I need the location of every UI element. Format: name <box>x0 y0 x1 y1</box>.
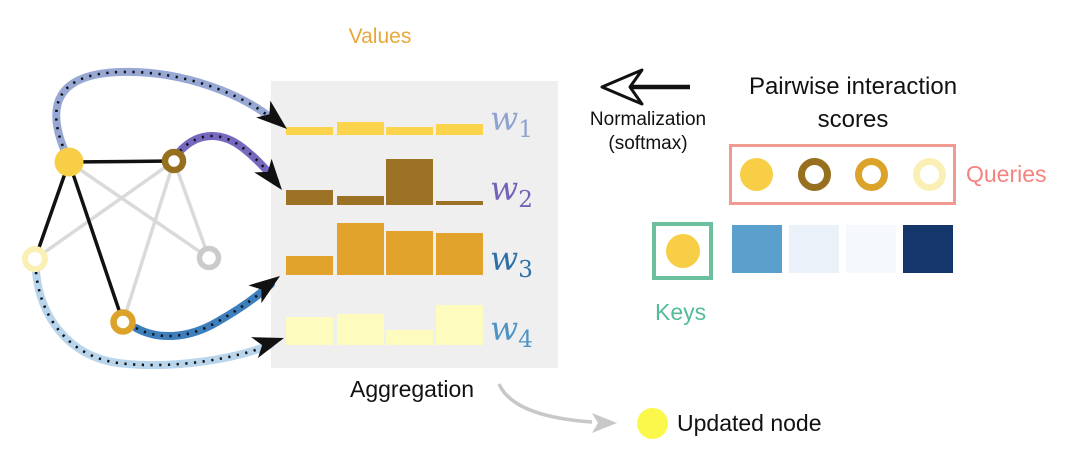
normalization-arrowhead <box>600 68 644 106</box>
arc-to-w4 <box>32 268 274 370</box>
key-score-square-1 <box>732 225 782 273</box>
value-bar-w3-4 <box>436 233 483 275</box>
value-bar-w3-1 <box>286 256 333 275</box>
keys-label: Keys <box>655 299 707 325</box>
value-bar-w3-3 <box>386 231 433 275</box>
weight-label-w2: w2 <box>490 169 533 214</box>
aggregation-arrow-shaft <box>497 383 593 424</box>
value-bar-w4-4 <box>436 305 483 345</box>
query-circle-3 <box>854 158 888 191</box>
arrowhead-w2 <box>254 158 282 190</box>
aggregation-label: Aggregation <box>350 376 475 402</box>
value-bar-w1-3 <box>386 127 433 135</box>
value-bar-w4-3 <box>386 330 433 345</box>
edge-brown-gray <box>172 160 211 259</box>
key-score-square-2 <box>789 225 839 273</box>
key-node-circle <box>665 234 700 268</box>
normalization-label: Normalization (softmax) <box>583 108 713 156</box>
arc-to-w1 <box>52 67 276 158</box>
weight-label-w3: w3 <box>490 239 533 284</box>
edge-query-gold <box>67 161 125 323</box>
nonneighbor-node-gray <box>196 245 222 271</box>
pairwise-title-line2: scores <box>817 106 889 133</box>
pairwise-title-line1: Pairwise interaction <box>748 73 958 100</box>
key-score-square-4 <box>903 225 953 273</box>
value-bar-w1-2 <box>337 122 384 135</box>
arc-to-w3 <box>132 280 275 340</box>
value-bar-w1-4 <box>436 124 483 135</box>
value-bar-w4-1 <box>286 317 333 345</box>
edge-brown-pale <box>33 159 176 261</box>
arrowhead-w3 <box>248 276 280 304</box>
key-score-square-3 <box>846 225 896 273</box>
normalization-line1: Normalization <box>589 109 707 130</box>
query-circle-4 <box>912 158 946 191</box>
queries-label: Queries <box>966 161 1047 187</box>
arrowhead-w1 <box>256 100 287 129</box>
query-circle-1 <box>739 158 773 191</box>
neighbor-node-gold <box>110 309 136 335</box>
weight-label-w4: w4 <box>490 309 533 354</box>
arc-to-w2-dots <box>179 134 277 182</box>
inactive-edges <box>33 159 211 323</box>
query-node <box>54 147 84 177</box>
neighbor-node-brown <box>161 148 187 174</box>
value-bar-w2-3 <box>386 159 433 205</box>
arc-to-w4-dots <box>34 271 271 367</box>
pairwise-scores-title: Pairwise interaction scores <box>698 70 1008 136</box>
arc-to-w3-dots <box>135 283 272 338</box>
weight-label-w1: w1 <box>490 99 533 144</box>
keys-box <box>652 222 713 280</box>
edge-query-brown <box>68 159 175 164</box>
normalization-arrow <box>600 68 690 106</box>
aggregation-arrow <box>497 383 617 433</box>
active-edges <box>33 159 175 323</box>
updated-node-circle <box>637 408 668 439</box>
value-bar-w4-2 <box>337 314 384 345</box>
value-bar-w3-2 <box>337 223 384 275</box>
values-title: Values <box>348 25 412 48</box>
value-bar-w2-4 <box>436 201 483 205</box>
value-bar-w1-1 <box>286 127 333 135</box>
aggregation-arrowhead <box>592 413 617 433</box>
edge-query-gray <box>68 160 210 260</box>
edge-brown-gold <box>121 160 176 323</box>
arc-arrowheads <box>248 100 287 359</box>
value-bar-w2-2 <box>337 196 384 205</box>
neighbor-node-pale <box>22 246 48 272</box>
arrowhead-w4 <box>251 337 284 359</box>
graph-figure <box>22 67 287 370</box>
query-circle-2 <box>797 158 831 191</box>
value-bar-w2-1 <box>286 190 333 205</box>
normalization-line2: (softmax) <box>608 133 688 154</box>
updated-node-label: Updated node <box>677 410 822 436</box>
edge-query-pale <box>33 161 71 260</box>
